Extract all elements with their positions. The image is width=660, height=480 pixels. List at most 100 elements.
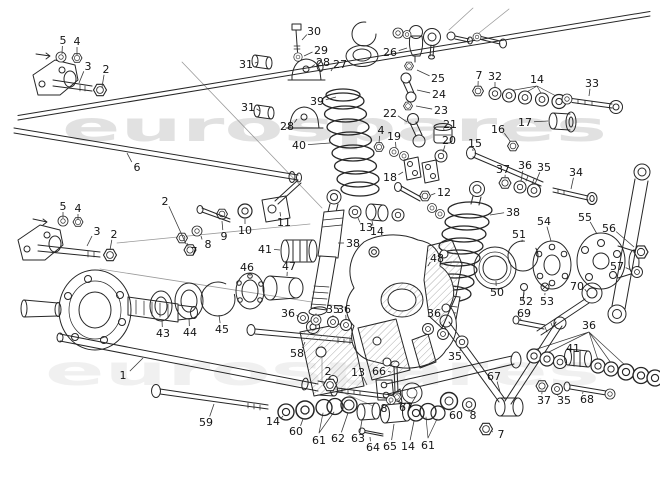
seal-44 (174, 282, 204, 320)
part-label-19: 19 (387, 130, 401, 143)
leader-line-41 (273, 249, 281, 251)
part-label-28: 28 (316, 56, 330, 69)
part-label-60: 60 (289, 425, 303, 438)
part-label-32: 32 (488, 70, 502, 83)
part-label-23: 23 (434, 104, 448, 117)
part-label-7: 7 (498, 428, 505, 441)
part-label-8: 8 (470, 409, 477, 422)
leader-line-29 (303, 51, 313, 57)
anti-roll-bar (17, 11, 651, 121)
bracket-assembly-top (32, 52, 107, 96)
leader-line-45 (218, 314, 221, 324)
part-label-14: 14 (530, 73, 544, 86)
leader-line-9 (221, 220, 224, 231)
leader-line-17 (533, 120, 549, 123)
leader-line-62 (340, 412, 349, 433)
part-label-35: 35 (557, 394, 571, 407)
part-label-18: 18 (383, 171, 397, 184)
part-label-15: 15 (468, 137, 482, 150)
part-label-29: 29 (314, 44, 328, 57)
leader-line-66 (387, 371, 392, 373)
grouping-lines (99, 7, 510, 407)
drop-link (400, 62, 426, 148)
part-label-62: 62 (331, 432, 345, 445)
part-label-34: 34 (569, 166, 583, 179)
fastener-row-34 (499, 178, 598, 205)
part-label-68: 68 (580, 393, 594, 406)
part-label-14: 14 (370, 225, 384, 238)
coil-spring (321, 88, 380, 197)
wishbone-lower-right (439, 314, 567, 417)
leader-line-38 (489, 212, 505, 216)
part-label-43: 43 (156, 327, 170, 340)
leader-line-23 (415, 105, 433, 110)
bracket-hole (439, 249, 449, 259)
leader-line-26 (398, 47, 408, 52)
leader-line-14 (280, 415, 284, 419)
part-label-17: 17 (518, 116, 532, 129)
leader-line-27 (330, 67, 334, 72)
part-label-20: 20 (442, 134, 456, 147)
leader-line-28 (294, 118, 298, 123)
part-label-3: 3 (85, 60, 92, 73)
bar-clamps (251, 23, 326, 129)
part-label-70: 70 (570, 280, 584, 293)
part-label-5: 5 (60, 34, 67, 47)
part-label-36: 36 (427, 307, 441, 320)
part-label-35: 35 (326, 303, 340, 316)
leader-line-36 (296, 314, 300, 318)
part-label-45: 45 (215, 323, 229, 336)
part-label-2: 2 (111, 228, 118, 241)
part-label-8: 8 (381, 402, 388, 415)
part-label-69: 69 (517, 307, 531, 320)
leader-line-69 (520, 318, 522, 321)
part-label-44: 44 (183, 326, 197, 339)
part-label-61: 61 (312, 434, 326, 447)
leader-line-35 (459, 346, 462, 352)
leader-line-14 (409, 420, 415, 441)
washer-row-top (473, 86, 623, 114)
part-label-55: 55 (578, 211, 592, 224)
part-label-6: 6 (134, 161, 141, 174)
leader-line-65 (391, 423, 395, 441)
leader-line-1 (129, 357, 144, 372)
hub-carrier-cluster (473, 232, 648, 336)
leader-line-7 (186, 242, 189, 247)
leader-line-28 (309, 64, 316, 69)
part-label-24: 24 (432, 88, 446, 101)
leader-line-3 (78, 71, 85, 84)
part-label-50: 50 (490, 286, 504, 299)
part-label-2: 2 (103, 63, 110, 76)
leader-line-63 (359, 419, 363, 433)
leader-line-16 (504, 133, 511, 142)
part-label-14: 14 (266, 415, 280, 428)
part-label-36: 36 (337, 303, 351, 316)
leader-line-57 (625, 267, 632, 271)
leader-line-2 (109, 239, 113, 251)
leader-line-55 (589, 221, 598, 235)
part-label-67: 67 (487, 370, 501, 383)
ring-10 (238, 204, 252, 218)
part-label-22: 22 (383, 107, 397, 120)
part-label-25: 25 (431, 72, 445, 85)
bracket-18 (394, 156, 445, 219)
part-label-60: 60 (449, 409, 463, 422)
trailing-arm-right (607, 163, 651, 324)
leader-line-60 (300, 418, 304, 426)
leader-line-67 (411, 395, 417, 403)
part-label-54: 54 (537, 215, 551, 228)
part-label-38: 38 (346, 237, 360, 250)
part-label-38: 38 (506, 206, 520, 219)
shock-absorber-left (306, 189, 345, 334)
part-label-47: 47 (282, 260, 296, 273)
seal-43 (149, 290, 173, 322)
caliper-bracket-48 (423, 239, 463, 329)
bush-41 (280, 239, 318, 263)
leader-line-18 (398, 171, 404, 176)
leader-line-30 (301, 34, 308, 41)
part-label-2: 2 (325, 365, 332, 378)
part-label-26: 26 (383, 46, 397, 59)
part-label-11: 11 (277, 216, 291, 229)
